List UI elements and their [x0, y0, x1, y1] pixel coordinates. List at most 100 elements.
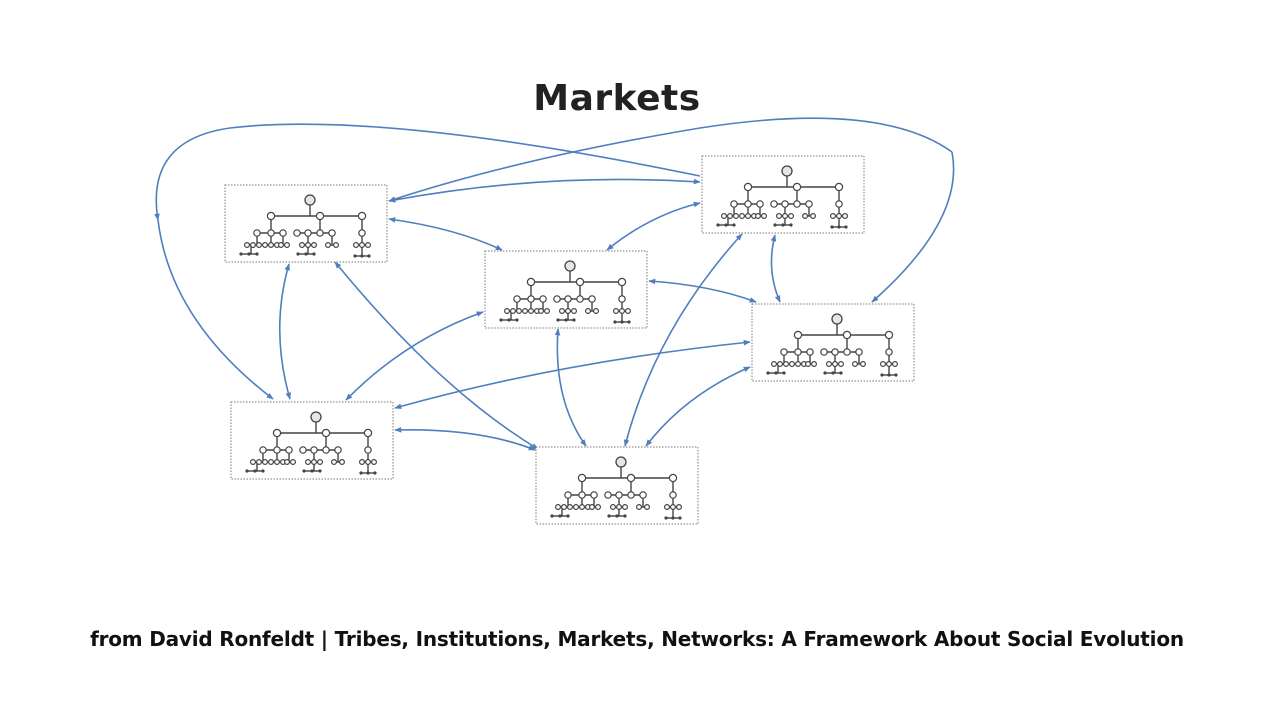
hierarchy-top-left: [224, 184, 388, 263]
tree-leaf-dot: [844, 225, 848, 229]
edges-layer: [154, 117, 955, 451]
tree-node: [809, 213, 816, 220]
tree-node: [268, 242, 275, 249]
tree-node: [575, 277, 585, 287]
tree-leaf-dot: [296, 252, 300, 256]
source-caption: from David Ronfeldt | Tribes, Institutio…: [90, 627, 1184, 651]
tree-node: [244, 242, 251, 249]
tree-node: [331, 459, 338, 466]
tree-leaf-dot: [373, 471, 377, 475]
tree-node: [576, 295, 584, 303]
tree-node: [315, 211, 325, 221]
tree-node: [537, 308, 544, 315]
tree-node: [365, 459, 372, 466]
tree-node: [250, 242, 257, 249]
tree-node: [504, 308, 511, 315]
tree-node: [837, 361, 844, 368]
tree-node: [793, 200, 801, 208]
tree-leaf-dot: [261, 469, 265, 473]
tree-node: [273, 446, 281, 454]
tree-node: [578, 504, 585, 511]
tree-node: [588, 504, 595, 511]
tree-node: [776, 361, 783, 368]
tree-node: [566, 504, 573, 511]
tree-node: [333, 242, 340, 249]
tree-node: [770, 200, 778, 208]
tree-node: [829, 213, 836, 220]
tree-node: [820, 348, 828, 356]
tree-node: [841, 213, 848, 220]
tree-node: [775, 213, 782, 220]
tree-leaf-dot: [789, 223, 793, 227]
tree-node: [624, 308, 631, 315]
tree-leaf-dot: [880, 373, 884, 377]
tree-node: [743, 182, 753, 192]
tree-node: [618, 308, 625, 315]
tree-leaf-dot: [556, 318, 560, 322]
tree-leaf-dot: [310, 469, 314, 473]
tree-root-node: [831, 313, 843, 325]
tree-node: [256, 242, 263, 249]
tree-node: [806, 348, 814, 356]
tree-node: [364, 446, 372, 454]
tree-node: [262, 242, 269, 249]
tree-leaf-dot: [302, 469, 306, 473]
tree-node: [831, 361, 838, 368]
tree-node: [268, 459, 275, 466]
edge-h3-h5: [345, 311, 484, 401]
tree-root-node: [304, 194, 316, 206]
edge-h1-h4: [871, 151, 955, 303]
tree-node: [744, 213, 751, 220]
tree-node: [780, 348, 788, 356]
tree-node: [604, 491, 612, 499]
tree-node: [311, 459, 318, 466]
tree-node: [321, 428, 331, 438]
tree-node: [730, 200, 738, 208]
tree-node: [527, 295, 535, 303]
tree-node: [365, 242, 372, 249]
tree-leaf-dot: [887, 373, 891, 377]
tree-node: [359, 242, 366, 249]
tree-node: [371, 459, 378, 466]
tree-leaf-dot: [678, 516, 682, 520]
tree-node: [590, 491, 598, 499]
tree-node: [334, 446, 342, 454]
edge-h3-h4: [648, 278, 757, 303]
tree-node: [842, 330, 852, 340]
tree-node: [262, 459, 269, 466]
edge-h2-h4: [770, 234, 781, 303]
tree-leaf-dot: [366, 471, 370, 475]
edge-h5-h6: [394, 427, 536, 451]
tree-node: [284, 459, 291, 466]
tree-leaf-dot: [515, 318, 519, 322]
tree-leaf-dot: [558, 514, 562, 518]
tree-leaf-dot: [823, 371, 827, 375]
tree-node: [588, 295, 596, 303]
tree-node: [577, 473, 587, 483]
tree-leaf-dot: [499, 318, 503, 322]
tree-node: [794, 348, 802, 356]
tree-leaf-dot: [724, 223, 728, 227]
tree-node: [284, 242, 291, 249]
tree-node: [539, 295, 547, 303]
tree-node: [274, 459, 281, 466]
tree-node: [594, 504, 601, 511]
tree-node: [513, 295, 521, 303]
edge-h1-h5: [278, 263, 291, 400]
edge-h1-h2: [388, 178, 701, 203]
tree-node: [792, 182, 802, 192]
tree-node: [578, 491, 586, 499]
tree-node: [510, 308, 517, 315]
tree-node: [801, 213, 808, 220]
edge-h1-h3: [388, 217, 503, 251]
tree-node: [558, 308, 565, 315]
edge-h2-h6: [623, 233, 743, 447]
tree-leaf-dot: [566, 514, 570, 518]
tree-leaf-dot: [781, 223, 785, 227]
tree-leaf-dot: [359, 471, 363, 475]
tree-node: [554, 504, 561, 511]
tree-node: [810, 361, 817, 368]
tree-node: [855, 348, 863, 356]
tree-node: [726, 213, 733, 220]
tree-leaf-dot: [550, 514, 554, 518]
